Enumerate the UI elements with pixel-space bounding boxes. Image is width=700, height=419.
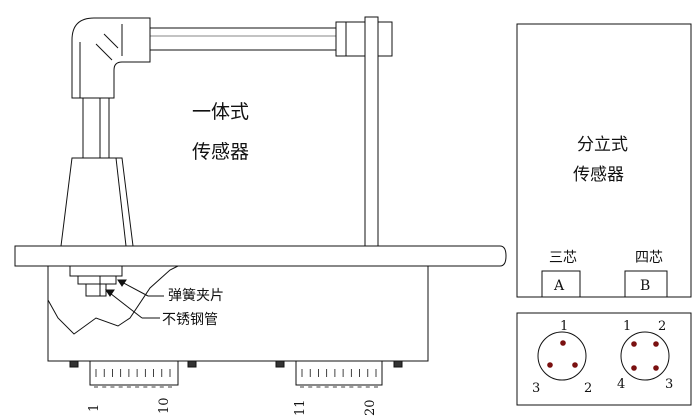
integrated-sensor-label-line1: 一体式 [192,101,249,123]
support-post [364,16,379,248]
table-plate [14,245,507,267]
sensor-stem [82,97,110,159]
four-core-pin-label-3: 3 [665,377,673,392]
four-core-pin-3 [653,365,659,371]
horizontal-arm [149,27,339,51]
spring-clip-callout: 弹簧夹片 [168,288,224,304]
three-core-connector [537,331,587,381]
split-sensor-label-line1: 分立式 [577,135,628,155]
four-core-pin-label-2: 2 [658,319,666,334]
three-core-pin-3 [547,362,553,368]
three-core-pin-label-2: 2 [584,381,592,396]
three-core-pin-label-1: 1 [560,319,568,334]
four-core-pin-label-1: 1 [623,319,631,334]
integrated-sensor-label-line2: 传感器 [192,141,249,163]
spring-clip [69,265,123,277]
four-core-connector [620,331,670,381]
split-sensor-box [516,23,692,298]
four-core-label: 四芯 [635,250,663,266]
four-core-pin-4 [631,365,637,371]
three-core-pin-1 [560,340,566,346]
lower-housing [47,265,429,362]
stainless-tube-callout: 不锈钢管 [162,312,218,328]
four-core-pin-2 [653,341,659,347]
split-sensor-label-line2: 传感器 [573,165,624,185]
sensor-cone [60,157,134,247]
connector-left-end-label: 10 [157,397,172,414]
elbow-pipe [71,17,151,99]
connector-left-start-label: 1 [87,404,102,412]
connector-right-start-label: 11 [293,399,308,416]
arm-clamp [335,21,393,57]
four-core-pin-1 [631,341,637,347]
three-core-pin-label-3: 3 [532,381,540,396]
three-core-label: 三芯 [549,250,577,266]
connector-right-end-label: 20 [363,399,378,416]
cutaway-line [47,265,179,335]
port-a-label: A [553,278,565,294]
four-core-pin-label-4: 4 [617,377,625,392]
port-a-box [541,270,581,298]
stainless-tube [85,283,107,297]
connector-left [89,360,179,386]
port-b-label: B [640,278,650,294]
three-core-pin-2 [572,362,578,368]
port-b-box [624,270,668,298]
connector-right [295,360,383,386]
integrated-sensor-drawing [14,16,507,388]
